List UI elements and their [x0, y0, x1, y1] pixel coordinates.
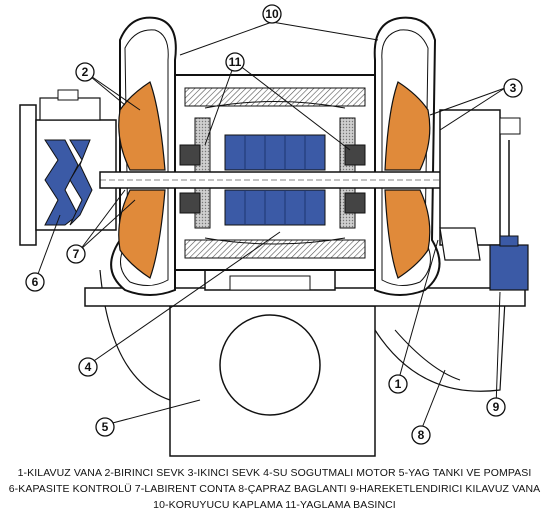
bearings	[179, 144, 366, 214]
base-frame	[84, 267, 526, 307]
svg-text:10: 10	[265, 7, 279, 21]
main-shaft	[99, 171, 451, 189]
guide-vane-right	[439, 109, 521, 261]
svg-text:9: 9	[493, 400, 500, 414]
oil-tank	[169, 305, 376, 457]
callout-10: 10	[262, 4, 282, 24]
legend-line-2: 6-KAPASITE KONTROLÜ 7-LABIRENT CONTA 8-Ç…	[8, 483, 541, 495]
callout-5: 5	[95, 417, 115, 437]
svg-text:4: 4	[85, 360, 92, 374]
legend-line-3: 10-KORUYUCU KAPLAMA 11-YAGLAMA BASINCI	[153, 499, 396, 511]
leader-lines	[34, 21, 506, 434]
second-stage-impeller	[384, 81, 431, 279]
svg-text:1: 1	[395, 377, 402, 391]
capacity-control-vanes	[44, 139, 93, 226]
callout-4: 4	[78, 357, 98, 377]
first-stage-impeller	[118, 81, 166, 279]
svg-text:6: 6	[32, 275, 39, 289]
svg-text:5: 5	[102, 420, 109, 434]
compressor-cross-section-diagram: 10 11 2 3 7 6 4 5 1 8 9	[19, 4, 529, 457]
svg-text:11: 11	[229, 55, 242, 69]
svg-text:2: 2	[82, 65, 89, 79]
svg-text:7: 7	[73, 247, 80, 261]
motor-stator	[224, 134, 326, 226]
callout-9: 9	[486, 397, 506, 417]
callout-7: 7	[66, 244, 86, 264]
callout-6: 6	[25, 272, 45, 292]
callout-1: 1	[388, 374, 408, 394]
callout-3: 3	[503, 78, 523, 98]
actuator-guide-vane	[489, 140, 529, 291]
callout-2: 2	[75, 62, 95, 82]
legend-line-1: 1-KILAVUZ VANA 2-BIRINCI SEVK 3-IKINCI S…	[17, 467, 532, 479]
callout-8: 8	[411, 425, 431, 445]
callout-11: 11	[225, 52, 245, 72]
svg-text:3: 3	[510, 81, 517, 95]
svg-text:8: 8	[418, 428, 425, 442]
